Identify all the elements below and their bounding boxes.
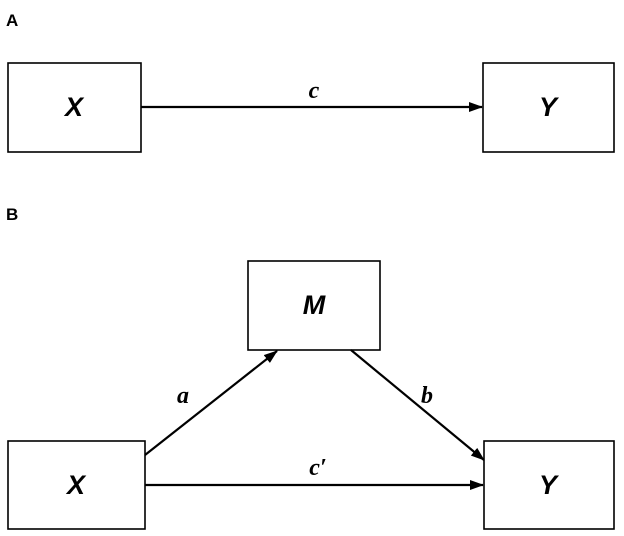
panel-b-node-m-label: M bbox=[303, 290, 326, 320]
panel-a-path-c-label: c bbox=[309, 78, 320, 104]
panel-a-node-y-label: Y bbox=[539, 92, 560, 122]
panel-a: A X Y c bbox=[6, 11, 615, 153]
panel-b-path-c-prime-label: c′ bbox=[309, 455, 326, 481]
panel-b-node-m-box bbox=[247, 260, 381, 351]
panel-a-node-y: Y bbox=[482, 62, 615, 153]
panel-b-node-x-label: X bbox=[65, 470, 87, 500]
panel-b-node-m: M bbox=[247, 260, 381, 351]
panel-b-node-y-label: Y bbox=[539, 470, 560, 500]
panel-a-node-x-box bbox=[7, 62, 142, 153]
panel-b-path-b-label: b bbox=[421, 383, 433, 409]
panel-b: B M X Y a b c′ bbox=[6, 205, 615, 530]
panel-b-label: B bbox=[6, 205, 18, 224]
panel-a-node-x-label: X bbox=[63, 92, 85, 122]
panel-b-arrow-m-to-y bbox=[350, 349, 485, 461]
panel-b-node-y: Y bbox=[483, 440, 615, 530]
panel-b-path-a-label: a bbox=[177, 383, 189, 409]
panel-a-node-y-box bbox=[482, 62, 615, 153]
panel-b-node-x: X bbox=[7, 440, 146, 530]
panel-a-label: A bbox=[6, 11, 18, 30]
panel-b-node-y-box bbox=[483, 440, 615, 530]
panel-b-arrow-x-to-m bbox=[144, 350, 278, 456]
panel-a-node-x: X bbox=[7, 62, 142, 153]
